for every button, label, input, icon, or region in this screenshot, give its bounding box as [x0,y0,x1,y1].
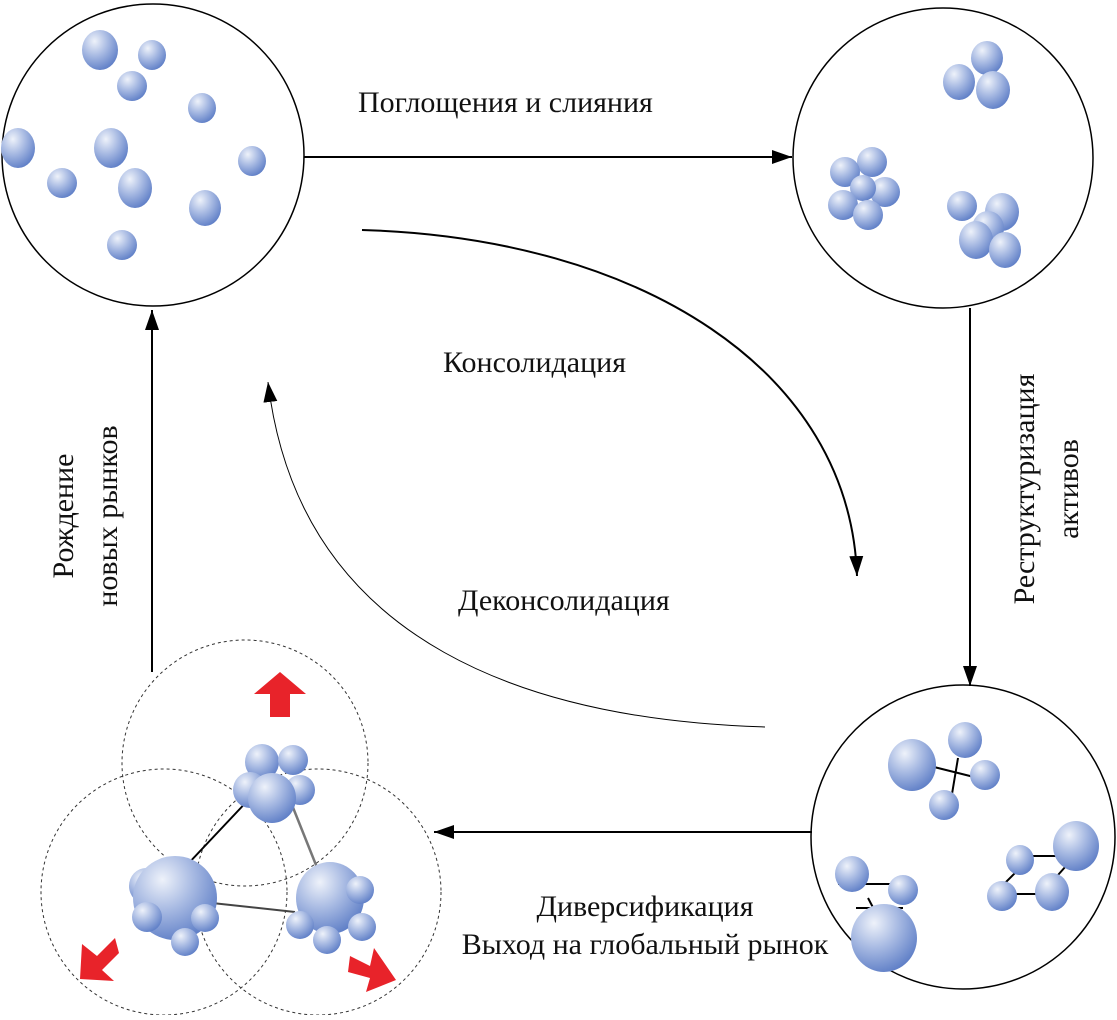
company-ball [188,93,216,123]
company-ball [296,862,364,934]
label-restructuring-line1: Реструктуризация [1008,373,1041,605]
company-ball [971,41,1003,75]
company-ball [189,190,221,226]
company-ball [171,928,199,956]
red-arrow-down-left-icon [80,938,119,981]
company-ball [857,147,887,177]
company-ball [947,191,977,221]
company-ball [346,876,374,904]
company-ball [1,128,35,168]
label-diversification-line2: Выход на глобальный рынок [461,928,829,961]
company-ball [1035,873,1069,911]
company-ball [888,739,936,791]
company-ball [970,760,1000,790]
company-ball [248,773,296,823]
company-ball [850,175,876,201]
arrow-consolidation [361,229,864,577]
label-deconsolidation: Деконсолидация [458,584,670,617]
company-ball [107,230,137,260]
company-ball [238,146,266,176]
company-ball [959,221,993,259]
company-ball [117,71,147,101]
company-ball [132,902,162,932]
company-ball [191,904,219,932]
label-diversification-line1: Диверсификация [536,890,754,923]
company-ball [828,190,858,220]
circle-fragmented-market [1,3,305,307]
company-ball [987,881,1017,911]
company-ball [138,40,166,70]
company-ball [870,177,900,207]
company-ball [348,913,376,941]
arrow-deconsolidation [263,381,766,728]
label-diversification: Диверсификация Выход на глобальный рынок [436,888,854,964]
company-ball [1053,821,1099,871]
company-ball [94,128,128,168]
company-ball [929,790,959,820]
label-new-markets-line1: Рождение [47,453,80,579]
company-ball [835,856,869,892]
company-ball [976,71,1010,109]
company-balls [1,30,1099,972]
company-ball [313,926,341,954]
red-arrow-down-right-icon [348,948,396,992]
company-ball [888,875,918,905]
label-restructuring: Реструктуризация активов [1003,329,1091,649]
company-ball [1006,845,1034,875]
company-ball [82,30,118,70]
company-ball [851,904,917,972]
company-ball [118,168,152,208]
company-ball [245,744,279,780]
circle-merged-market [792,7,1094,309]
red-arrow-up-icon [254,672,306,717]
label-restructuring-line2: активов [1052,439,1085,539]
dashed-circle-top [121,639,369,887]
company-ball [286,911,314,939]
company-ball [948,722,982,758]
company-ball [47,168,77,198]
company-ball [278,745,308,775]
connections-global [185,795,320,913]
company-ball [943,64,975,100]
company-ball [989,232,1021,268]
label-mergers: Поглощения и слияния [358,86,653,119]
label-new-markets-line2: новых рынков [91,425,124,607]
label-new-markets: Рождение новых рынков [42,386,130,646]
company-ball [830,157,860,187]
company-ball [853,200,883,230]
label-consolidation: Консолидация [443,346,627,379]
